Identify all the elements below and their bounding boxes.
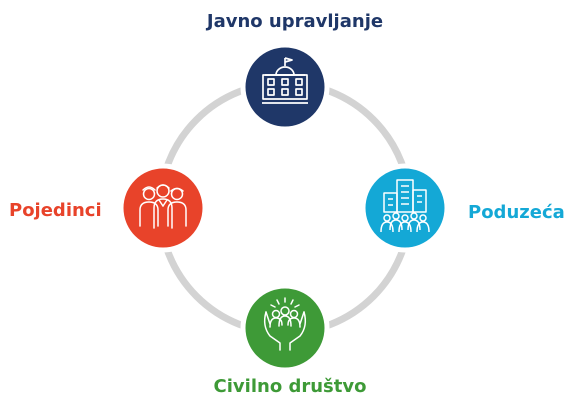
group-of-people-icon [139,184,187,229]
label-civilno-drustvo: Civilno društvo [213,376,367,397]
node-circle-left [118,163,208,253]
node-civilno-drustvo [240,283,330,373]
node-javno-upravljanje [240,42,330,132]
node-poduzeca [360,163,450,253]
hands-holding-people-icon [263,297,307,351]
node-circle-top [240,42,330,132]
node-circle-right [360,163,450,253]
parliament-building-icon [262,57,308,104]
label-javno-upravljanje: Javno upravljanje [206,11,384,32]
office-buildings-people-icon [380,179,430,233]
node-pojedinci [118,163,208,253]
label-poduzeca: Poduzeća [468,202,565,223]
node-circle-bottom [240,283,330,373]
label-pojedinci: Pojedinci [9,200,102,221]
